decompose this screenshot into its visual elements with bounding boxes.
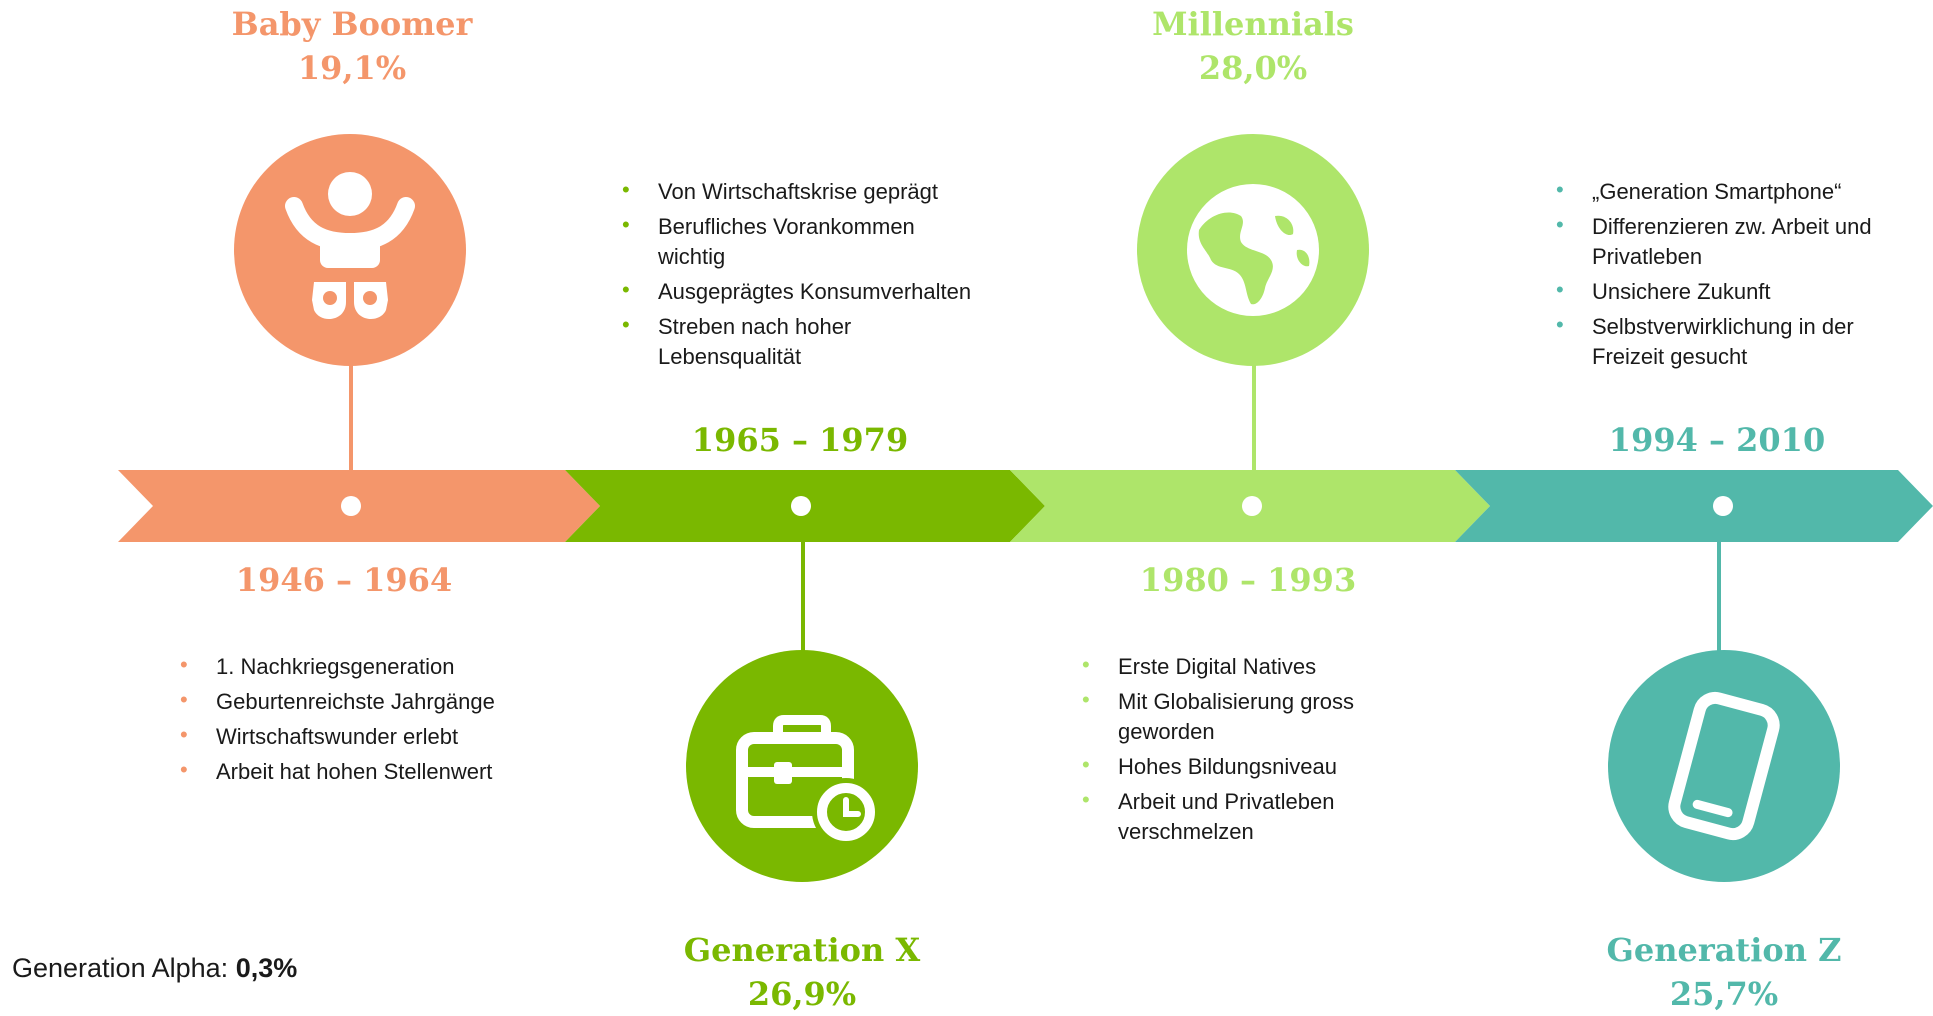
baby-boomer-heading: Baby Boomer 19,1% xyxy=(132,2,572,90)
stem-generation-z xyxy=(1717,542,1721,652)
millennials-circle xyxy=(1137,134,1369,366)
list-item: •Geburtenreichste Jahrgänge xyxy=(180,687,495,714)
generation-z-bullets: •„Generation Smartphone“ •Differenzieren… xyxy=(1556,177,1896,377)
briefcase-clock-icon xyxy=(736,715,880,846)
list-item: •1. Nachkriegsgeneration xyxy=(180,652,455,679)
list-item: •Mit Globalisierung gross geworden xyxy=(1082,687,1354,744)
baby-boomer-name: Baby Boomer xyxy=(231,5,473,43)
list-item: •Erste Digital Natives xyxy=(1082,652,1317,679)
baby-boomer-bullets: •1. Nachkriegsgeneration •Geburtenreichs… xyxy=(180,652,510,792)
stem-baby-boomer xyxy=(349,360,353,470)
list-item: •„Generation Smartphone“ xyxy=(1556,177,1842,204)
smartphone-icon xyxy=(1668,691,1780,841)
generation-x-circle xyxy=(686,650,918,882)
stem-millennials xyxy=(1252,360,1256,470)
list-item: •Wirtschaftswunder erlebt xyxy=(180,722,459,749)
list-item: •Arbeit hat hohen Stellenwert xyxy=(180,757,493,784)
baby-boomer-share: 19,1% xyxy=(297,49,407,87)
timeline-node-generation-x xyxy=(791,496,811,516)
millennials-bullets: •Erste Digital Natives •Mit Globalisieru… xyxy=(1082,652,1412,852)
baby-icon xyxy=(285,172,415,320)
generation-z-heading: Generation Z 25,7% xyxy=(1504,928,1933,1016)
stem-generation-x xyxy=(801,542,805,652)
generation-x-name: Generation X xyxy=(683,931,921,969)
generation-z-years: 1994 – 2010 xyxy=(1608,421,1826,459)
generation-x-heading: Generation X 26,9% xyxy=(582,928,1022,1016)
generation-x-years: 1965 – 1979 xyxy=(691,421,909,459)
list-item: •Selbstverwirklichung in der Freizeit ge… xyxy=(1556,312,1854,369)
generation-z-circle xyxy=(1608,650,1840,882)
list-item: •Streben nach hoher Lebensqualität xyxy=(622,312,852,369)
millennials-years: 1980 – 1993 xyxy=(1139,561,1357,599)
generation-alpha-share: 0,3% xyxy=(235,953,298,983)
list-item: •Arbeit und Privatleben verschmelzen xyxy=(1082,787,1335,844)
generation-x-bullets: •Von Wirtschaftskrise geprägt •Beruflich… xyxy=(622,177,1022,377)
list-item: •Von Wirtschaftskrise geprägt xyxy=(622,177,939,204)
list-item: •Hohes Bildungsniveau xyxy=(1082,752,1337,779)
baby-boomer-circle xyxy=(234,134,466,366)
timeline-node-baby-boomer xyxy=(341,496,361,516)
list-item: •Differenzieren zw. Arbeit und Privatleb… xyxy=(1556,212,1872,269)
globe-icon xyxy=(1187,184,1319,316)
timeline-segment-generation-z xyxy=(1455,470,1933,542)
generation-x-share: 26,9% xyxy=(747,975,857,1013)
generation-z-share: 25,7% xyxy=(1669,975,1779,1013)
list-item: •Ausgeprägtes Konsumverhalten xyxy=(622,277,972,304)
millennials-name: Millennials xyxy=(1152,5,1354,43)
timeline-node-generation-z xyxy=(1713,496,1733,516)
list-item: •Unsichere Zukunft xyxy=(1556,277,1771,304)
list-item: •Berufliches Vorankommen wichtig xyxy=(622,212,915,269)
millennials-heading: Millennials 28,0% xyxy=(1033,2,1473,90)
timeline-node-millennials xyxy=(1242,496,1262,516)
generation-z-name: Generation Z xyxy=(1606,931,1842,969)
millennials-share: 28,0% xyxy=(1198,49,1308,87)
generation-alpha-note: Generation Alpha: 0,3% xyxy=(12,950,297,986)
generation-alpha-label: Generation Alpha: xyxy=(12,953,229,983)
baby-boomer-years: 1946 – 1964 xyxy=(235,561,453,599)
